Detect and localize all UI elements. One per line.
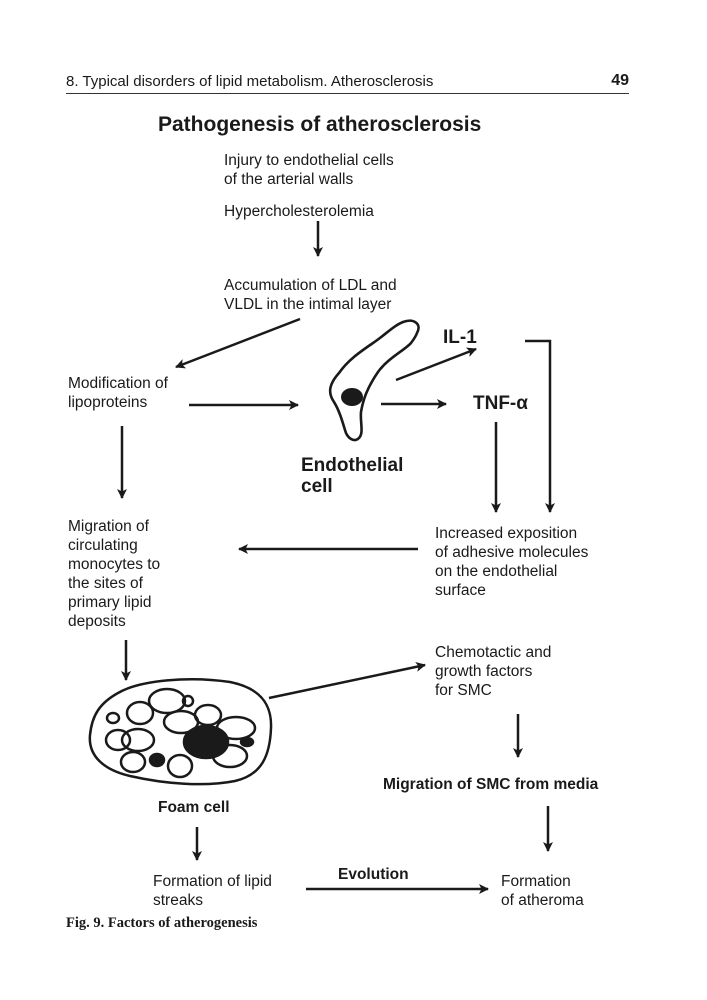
node-il1: IL-1 — [443, 327, 477, 348]
arrow-accumulation-to-modification — [175, 317, 301, 369]
node-migration-smc: Migration of SMC from media — [383, 776, 599, 793]
foam-cell-icon — [88, 678, 273, 786]
node-accumulation: Accumulation of LDL and VLDL in the inti… — [224, 277, 397, 313]
node-migration-monocytes: Migration of circulating monocytes to th… — [68, 518, 161, 630]
figure-caption: Fig. 9. Factors of atherogenesis — [66, 915, 258, 931]
label-evolution: Evolution — [338, 866, 409, 883]
figure-title: Pathogenesis of atherosclerosis — [158, 113, 482, 136]
node-tnf-alpha: TNF-α — [473, 393, 528, 414]
node-atheroma: Formation of atheroma — [501, 873, 584, 909]
node-chemotactic: Chemotactic and growth factors for SMC — [435, 644, 552, 699]
node-injury: Injury to endothelial cells of the arter… — [224, 152, 394, 188]
node-foam-cell: Foam cell — [158, 799, 230, 816]
node-lipid-streaks: Formation of lipid streaks — [153, 873, 272, 909]
node-hypercholesterolemia: Hypercholesterolemia — [224, 203, 374, 220]
connector-il1-to-exposition — [525, 339, 555, 513]
node-modification: Modification of lipoproteins — [68, 375, 168, 411]
header-rule — [66, 93, 629, 94]
arrow-foam-cell-to-chemotactic — [268, 661, 426, 700]
node-endothelial-cell: Endothelial cell — [301, 455, 404, 497]
arrow-endothelial-to-il1 — [395, 347, 477, 382]
page-number: 49 — [611, 72, 629, 89]
endothelial-cell-icon — [328, 319, 420, 442]
running-title: 8. Typical disorders of lipid metabolism… — [66, 73, 434, 90]
node-increased-exposition: Increased exposition of adhesive molecul… — [435, 525, 589, 599]
